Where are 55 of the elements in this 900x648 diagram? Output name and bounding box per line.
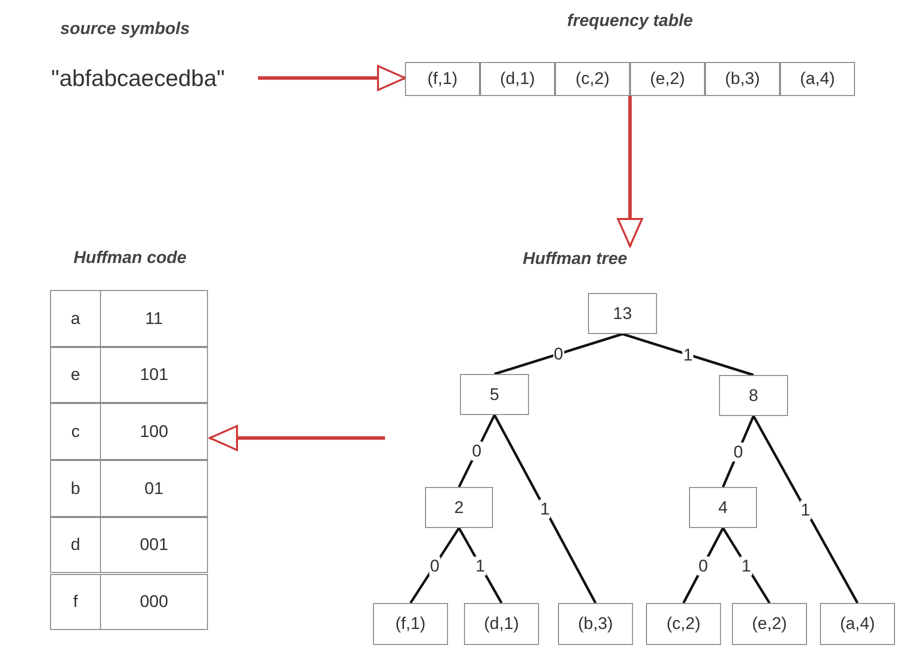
source-string: "abfabcaecedba": [18, 62, 258, 94]
tree-branch-line: [409, 527, 460, 604]
tree-node-box: (d,1): [464, 603, 539, 645]
table-cell: (d,1): [480, 62, 555, 96]
table-cell: 101: [100, 346, 208, 404]
tree-node-box: 13: [588, 293, 657, 334]
edge-label: 1: [474, 556, 486, 575]
tree-node-box: (e,2): [732, 603, 807, 645]
table-cell: d: [50, 516, 101, 574]
tree-node-box: 4: [689, 487, 757, 528]
tree-branch-line: [682, 527, 724, 604]
tree-branch-line: [622, 332, 754, 376]
table-cell: (a,4): [780, 62, 855, 96]
arrow: [258, 65, 406, 91]
table-cell: (f,1): [405, 62, 480, 96]
tree-branch-line: [494, 332, 623, 376]
edge-label: 0: [698, 556, 709, 575]
tree-node-box: (b,3): [558, 603, 633, 645]
section-heading: Huffman tree: [505, 246, 645, 272]
table-cell: (b,3): [705, 62, 780, 96]
table-cell: 100: [100, 403, 208, 460]
section-heading: Huffman code: [72, 247, 188, 269]
table-cell: (e,2): [630, 62, 705, 96]
table-cell: e: [50, 346, 101, 404]
edge-label: 1: [800, 500, 812, 519]
edge-label: 1: [740, 556, 752, 575]
arrow: [209, 425, 385, 451]
section-heading: source symbols: [59, 18, 191, 40]
tree-node-box: (c,2): [646, 603, 721, 645]
edge-label: 0: [471, 442, 482, 460]
table-cell: f: [50, 574, 101, 630]
table-cell: (c,2): [555, 62, 630, 96]
tree-branch-line: [493, 414, 597, 604]
tree-node-box: (f,1): [373, 603, 448, 645]
tree-branch-line: [458, 527, 503, 604]
tree-node-box: 5: [460, 374, 529, 415]
tree-branch-line: [458, 414, 496, 488]
tree-node-box: 2: [425, 487, 493, 528]
table-cell: 001: [100, 516, 208, 574]
edge-label: 0: [732, 442, 744, 461]
table-cell: a: [50, 290, 101, 347]
section-heading: frequency table: [566, 10, 694, 32]
table-cell: 11: [100, 290, 208, 347]
tree-branch-line: [722, 527, 771, 604]
tree-node-box: 8: [719, 375, 788, 416]
arrow: [617, 96, 643, 247]
table-cell: 000: [100, 574, 208, 630]
table-cell: c: [50, 403, 101, 460]
edge-label: 1: [539, 500, 551, 518]
tree-branch-line: [752, 415, 859, 604]
edge-label: 0: [429, 556, 440, 575]
table-cell: b: [50, 460, 101, 517]
table-cell: 01: [100, 460, 208, 517]
tree-node-box: (a,4): [820, 603, 895, 645]
tree-branch-line: [722, 416, 755, 488]
